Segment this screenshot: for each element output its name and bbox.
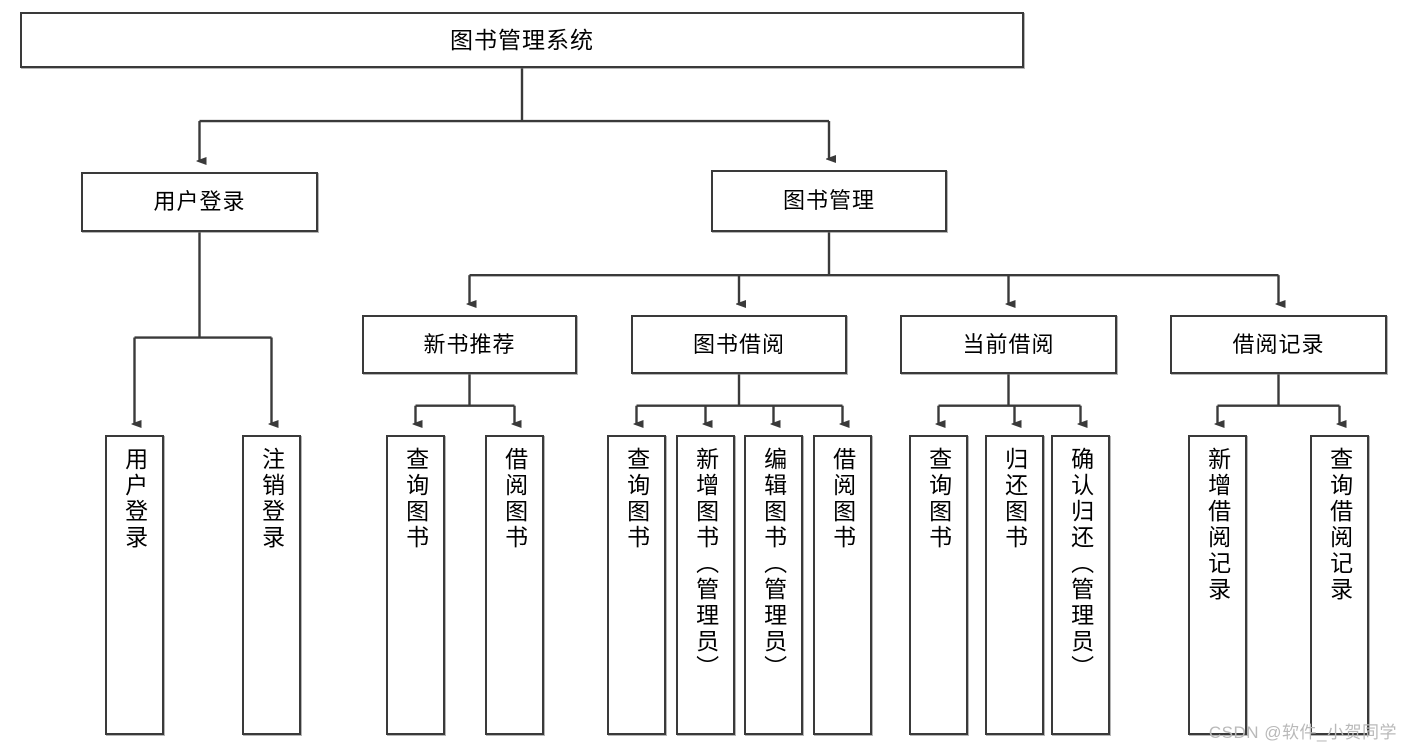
node-label: 用户登录 [153,189,246,215]
node-label: 归还图书 [1001,447,1028,551]
node-root-system[interactable]: 图书管理系统 [20,12,1024,68]
leaf-borrow-edit-book-admin[interactable]: 编辑图书（管理员） [744,435,803,735]
leaf-current-return-book[interactable]: 归还图书 [985,435,1044,735]
node-user-login[interactable]: 用户登录 [81,172,318,232]
node-label: 查询图书 [925,447,952,551]
node-label: 新书推荐 [423,331,516,357]
node-label: 图书借阅 [692,331,785,357]
node-label: 查询图书 [402,447,429,551]
node-book-borrowing[interactable]: 图书借阅 [631,315,847,374]
node-borrow-records[interactable]: 借阅记录 [1170,315,1387,374]
leaf-record-query-borrow-record[interactable]: 查询借阅记录 [1310,435,1369,735]
node-label: 查询图书 [623,447,650,551]
leaf-current-confirm-return-admin[interactable]: 确认归还（管理员） [1051,435,1110,735]
leaf-borrow-query-book[interactable]: 查询图书 [607,435,666,735]
node-label: 新增图书（管理员） [692,447,719,681]
node-book-management[interactable]: 图书管理 [711,170,947,232]
node-label: 注销登录 [258,447,285,551]
leaf-borrow-add-book-admin[interactable]: 新增图书（管理员） [676,435,735,735]
node-label: 借阅图书 [829,447,856,551]
node-label: 图书管理 [782,188,875,214]
node-label: 图书管理系统 [450,26,594,53]
node-label: 当前借阅 [962,331,1055,357]
leaf-user-login[interactable]: 用户登录 [105,435,164,735]
csdn-watermark: CSDN @软件_小贺同学 [1208,723,1397,742]
leaf-newrec-borrow-book[interactable]: 借阅图书 [485,435,544,735]
node-label: 借阅图书 [501,447,528,551]
leaf-borrow-borrow-book[interactable]: 借阅图书 [813,435,872,735]
node-label: 用户登录 [121,447,148,551]
node-label: 借阅记录 [1232,331,1325,357]
node-current-borrowing[interactable]: 当前借阅 [900,315,1117,374]
leaf-user-logout[interactable]: 注销登录 [242,435,301,735]
node-label: 新增借阅记录 [1204,447,1231,603]
leaf-newrec-query-book[interactable]: 查询图书 [386,435,445,735]
node-label: 查询借阅记录 [1326,447,1353,603]
leaf-current-query-book[interactable]: 查询图书 [909,435,968,735]
leaf-record-add-borrow-record[interactable]: 新增借阅记录 [1188,435,1247,735]
node-label: 编辑图书（管理员） [760,447,787,681]
node-new-book-recommendation[interactable]: 新书推荐 [362,315,577,374]
node-label: 确认归还（管理员） [1067,447,1094,681]
